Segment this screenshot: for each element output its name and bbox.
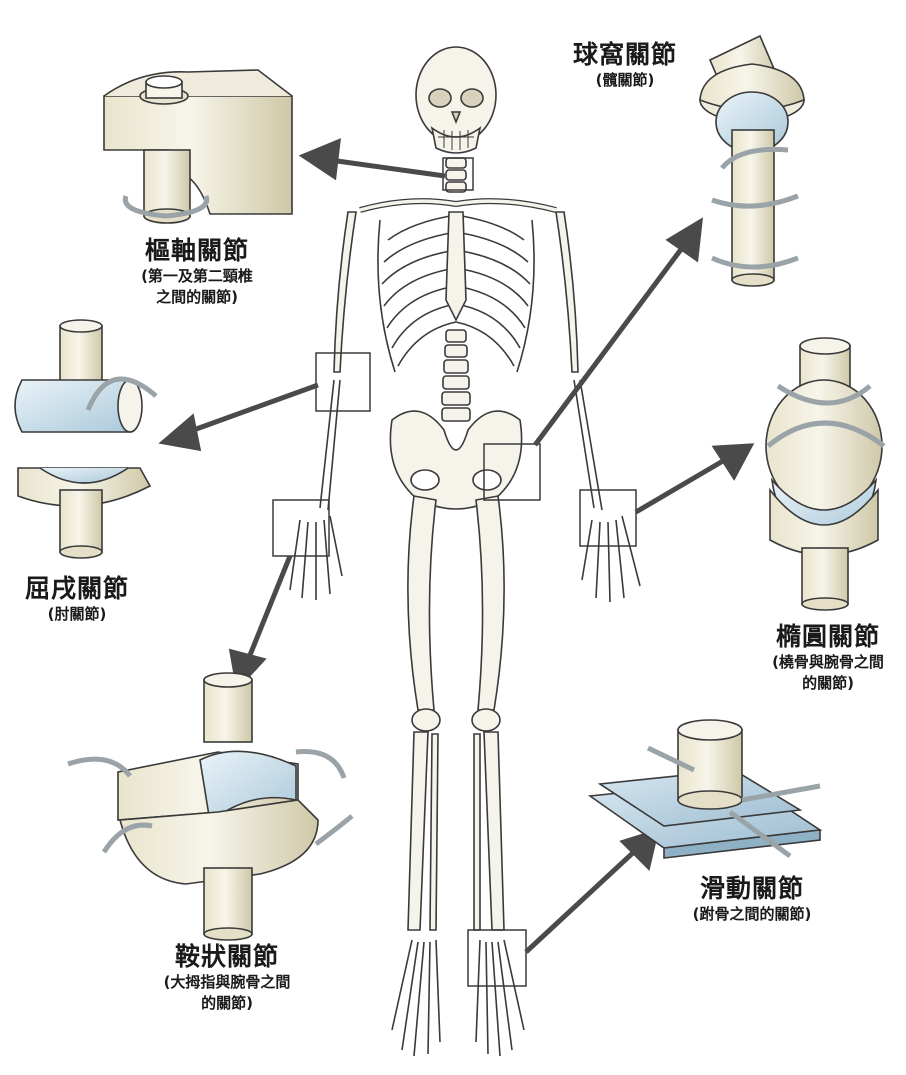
condyloid-joint-label: 橢圓關節 (橈骨與腕骨之間 的關節) bbox=[752, 622, 904, 694]
callout-box-elbow bbox=[316, 353, 370, 411]
pointer-arrow-icon bbox=[670, 222, 700, 258]
condyloid-joint-sub-1: (橈骨與腕骨之間 bbox=[752, 652, 904, 673]
condyloid-joint-name: 橢圓關節 bbox=[752, 622, 904, 652]
condyloid-joint-model bbox=[766, 338, 884, 610]
gliding-joint-model bbox=[590, 720, 820, 858]
rotation-arrow-icon bbox=[296, 752, 344, 778]
hinge-joint-sub-1: (肘關節) bbox=[12, 604, 142, 625]
pelvis bbox=[390, 411, 521, 509]
ball-and-socket-joint-model bbox=[700, 36, 804, 286]
pivot-joint-sub-2: 之間的關節) bbox=[122, 287, 272, 308]
skeleton-figure bbox=[290, 47, 640, 1056]
rotation-arrow-icon bbox=[316, 816, 352, 844]
right-hand bbox=[582, 516, 640, 602]
hinge-joint-model bbox=[15, 320, 156, 558]
hinge-joint-label: 屈戌關節 (肘關節) bbox=[12, 574, 142, 625]
callout-box-left-wrist bbox=[273, 500, 329, 556]
condyloid-joint-sub-2: 的關節) bbox=[752, 673, 904, 694]
saddle-joint-name: 鞍狀關節 bbox=[142, 942, 312, 972]
ball-socket-joint-label: 球窩關節 (髖關節) bbox=[560, 40, 690, 91]
callout-box-ankle bbox=[468, 930, 526, 986]
saddle-joint-sub-1: (大拇指與腕骨之間 bbox=[142, 972, 312, 993]
left-hand bbox=[290, 516, 342, 600]
pivot-joint-model bbox=[104, 70, 292, 223]
feet bbox=[392, 940, 524, 1056]
gliding-joint-sub-1: (跗骨之間的關節) bbox=[662, 904, 842, 925]
skull-icon bbox=[416, 47, 496, 153]
pointer-arrow-icon bbox=[164, 418, 198, 448]
saddle-joint-model bbox=[68, 673, 352, 940]
ball-socket-joint-name: 球窩關節 bbox=[560, 40, 690, 70]
pivot-joint-name: 樞軸關節 bbox=[122, 236, 272, 266]
saddle-joint-sub-2: 的關節) bbox=[142, 993, 312, 1014]
hinge-joint-name: 屈戌關節 bbox=[12, 574, 142, 604]
spine bbox=[442, 330, 470, 421]
gliding-joint-name: 滑動關節 bbox=[662, 874, 842, 904]
pivot-joint-label: 樞軸關節 (第一及第二頸椎 之間的關節) bbox=[122, 236, 272, 308]
saddle-joint-label: 鞍狀關節 (大拇指與腕骨之間 的關節) bbox=[142, 942, 312, 1014]
pivot-joint-sub-1: (第一及第二頸椎 bbox=[122, 266, 272, 287]
ball-socket-joint-sub-1: (髖關節) bbox=[560, 70, 690, 91]
gliding-joint-label: 滑動關節 (跗骨之間的關節) bbox=[662, 874, 842, 925]
pointer-arrow-icon bbox=[304, 142, 338, 176]
legs bbox=[408, 496, 504, 930]
